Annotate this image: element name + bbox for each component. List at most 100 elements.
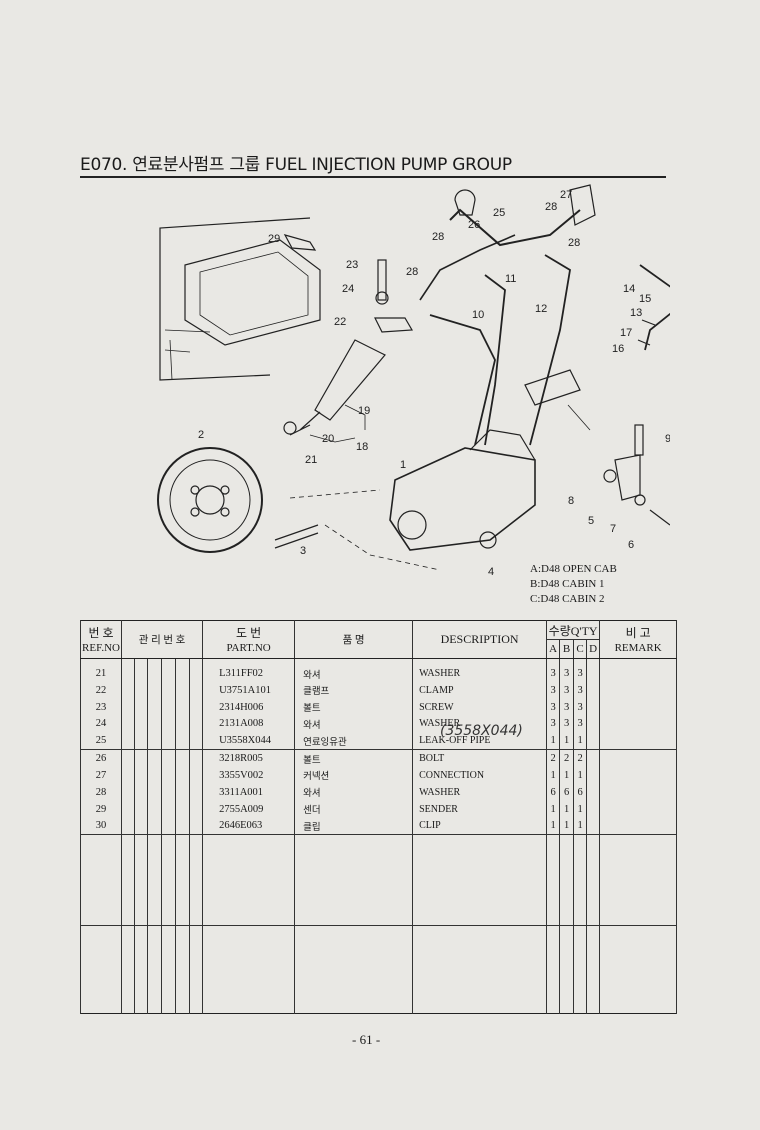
description: WASHER — [412, 783, 548, 801]
remark — [599, 732, 678, 750]
mgmt-cell — [175, 783, 190, 801]
description: WASHER — [412, 665, 548, 682]
nut-4 — [479, 531, 497, 549]
qty-a: 3 — [546, 665, 561, 682]
mgmt-cell — [121, 767, 135, 784]
mgmt-cell — [147, 658, 162, 666]
mgmt-cell — [134, 749, 148, 768]
mgmt-cell — [161, 658, 176, 666]
callout-25: 25 — [493, 207, 505, 219]
mgmt-cell — [147, 698, 162, 716]
callout-11: 11 — [505, 273, 516, 285]
mgmt-cell — [161, 783, 176, 801]
qty-a: 1 — [546, 732, 561, 750]
callout-14: 14 — [623, 283, 635, 295]
ref-no: 21 — [80, 665, 122, 682]
mgmt-cell — [188, 715, 204, 733]
qty-d — [586, 698, 601, 716]
mgmt-cell — [121, 749, 135, 768]
remark — [599, 665, 678, 682]
page-number: - 61 - — [352, 1032, 381, 1047]
mgmt-cell — [188, 834, 204, 926]
header-qty-d: D — [586, 639, 601, 659]
mgmt-cell — [121, 665, 135, 682]
part-no: L311FF02 — [202, 665, 296, 682]
bolt-9 — [634, 424, 644, 456]
callout-23: 23 — [346, 259, 358, 271]
header-qty-c: C — [573, 639, 588, 659]
stud-3 — [274, 524, 319, 549]
pipe-set-right — [639, 264, 670, 351]
injector-nozzle — [314, 339, 386, 421]
mgmt-cell — [161, 924, 176, 1014]
callout-8: 8 — [568, 495, 574, 507]
mgmt-cell — [188, 767, 204, 784]
part-name-kor: 볼트 — [294, 749, 414, 768]
clamp-22 — [374, 317, 414, 333]
remark — [599, 698, 678, 716]
qty-a: 3 — [546, 715, 561, 733]
mgmt-cell — [134, 817, 148, 835]
ref-no: 24 — [80, 715, 122, 733]
cover-plate — [184, 239, 321, 346]
mgmt-cell — [121, 732, 135, 750]
description: SCREW — [412, 698, 548, 716]
mgmt-cell — [147, 800, 162, 818]
mgmt-cell — [134, 698, 148, 716]
mgmt-cell — [121, 658, 135, 666]
callout-4: 4 — [488, 566, 494, 578]
page-title: E070. 연료분사펌프 그룹 FUEL INJECTION PUMP GROU… — [80, 155, 512, 175]
mgmt-cell — [134, 767, 148, 784]
qty-a: 2 — [546, 749, 561, 768]
mgmt-cell — [188, 749, 204, 768]
header-qty-a: A — [546, 639, 561, 659]
mgmt-cell — [121, 924, 135, 1014]
mgmt-cell — [161, 681, 176, 699]
mgmt-cell — [175, 924, 190, 1014]
callout-20: 20 — [322, 433, 334, 445]
mgmt-cell — [147, 749, 162, 768]
leak-off-pipe — [449, 208, 581, 247]
mgmt-cell — [121, 834, 135, 926]
mgmt-cell — [175, 715, 190, 733]
callout-28b: 28 — [432, 231, 444, 243]
mgmt-cell — [161, 767, 176, 784]
mgmt-cell — [147, 681, 162, 699]
callout-1: 1 — [400, 459, 406, 471]
qty-b: 6 — [559, 783, 575, 801]
callout-12: 12 — [535, 303, 547, 315]
part-name-kor: 커넥션 — [294, 767, 414, 784]
mgmt-cell — [147, 732, 162, 750]
mgmt-cell — [188, 698, 204, 716]
callout-28a: 28 — [406, 266, 418, 278]
callout-28d: 28 — [568, 237, 580, 249]
part-no: 2755A009 — [202, 800, 296, 818]
mgmt-cell — [175, 665, 190, 682]
description: SENDER — [412, 800, 548, 818]
qty-d — [586, 732, 601, 750]
bracket — [524, 369, 581, 406]
callout-24: 24 — [342, 283, 354, 295]
qty-c: 1 — [573, 732, 588, 750]
callout-6: 6 — [628, 539, 634, 551]
drive-gear — [157, 447, 263, 553]
ref-no: 27 — [80, 767, 122, 784]
mgmt-cell — [147, 783, 162, 801]
qty-c: 6 — [573, 783, 588, 801]
part-no: 3218R005 — [202, 749, 296, 768]
mgmt-cell — [134, 715, 148, 733]
model-legend: A:D48 OPEN CAB B:D48 CABIN 1 C:D48 CABIN… — [530, 562, 617, 607]
qty-a: 6 — [546, 783, 561, 801]
part-no: U3558X044 — [202, 732, 296, 750]
handwritten-note: (3558X044) — [440, 723, 523, 739]
callout-2: 2 — [198, 429, 204, 441]
qty-c: 3 — [573, 665, 588, 682]
qty-b: 1 — [559, 767, 575, 784]
part-no: 3311A001 — [202, 783, 296, 801]
qty-d — [586, 817, 601, 835]
